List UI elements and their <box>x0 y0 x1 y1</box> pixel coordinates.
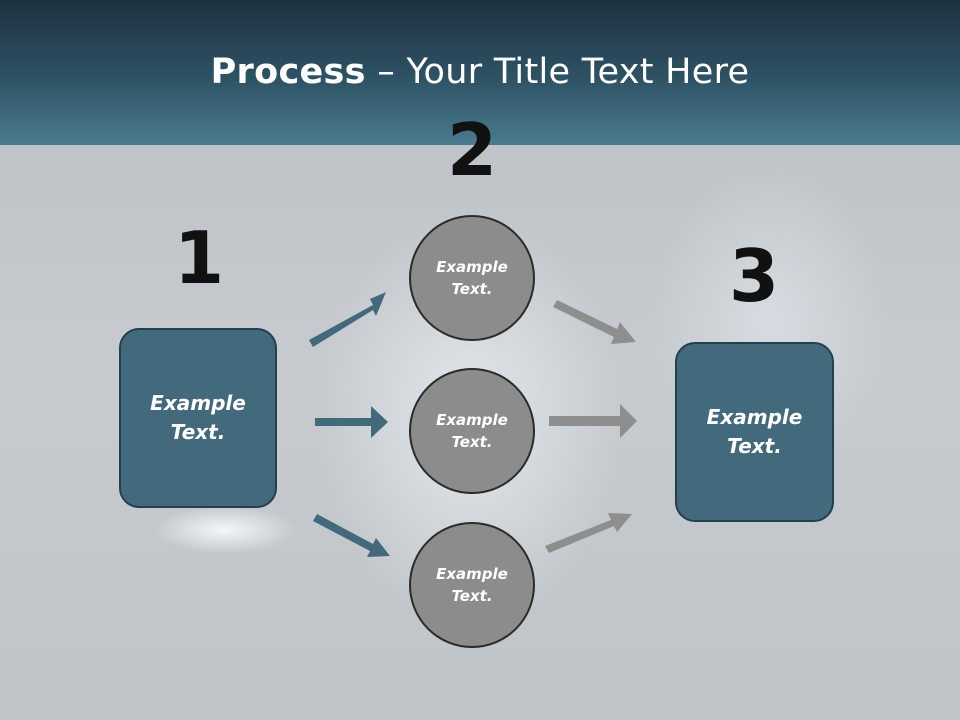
arrow-to-top-circle <box>309 292 386 347</box>
arrow-from-bottom-circle <box>545 513 632 553</box>
arrow-from-middle-circle <box>549 404 637 438</box>
arrow-from-top-circle <box>553 300 636 344</box>
arrow-to-bottom-circle <box>313 514 390 557</box>
arrow-to-middle-circle <box>315 406 388 438</box>
